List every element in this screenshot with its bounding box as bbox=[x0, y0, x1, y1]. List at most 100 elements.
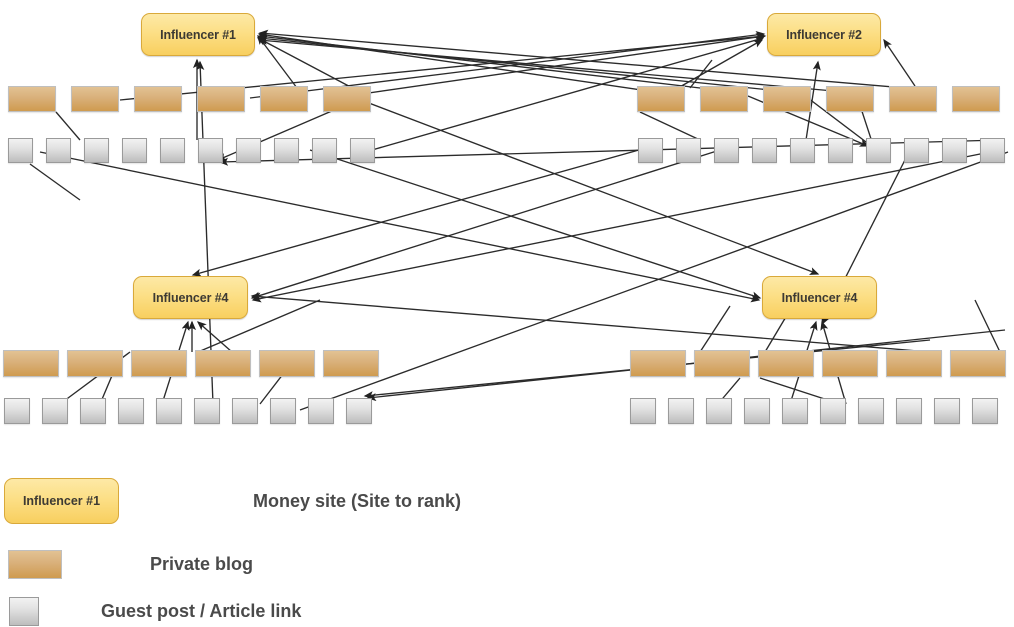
private-blog-node[interactable] bbox=[197, 86, 245, 112]
legend-label-money-site: Money site (Site to rank) bbox=[253, 490, 462, 511]
guest-post-node[interactable] bbox=[630, 398, 656, 424]
link-arrow bbox=[251, 149, 1001, 303]
private-blog-node[interactable] bbox=[67, 350, 123, 377]
guest-post-node[interactable] bbox=[236, 138, 261, 163]
link-arrow bbox=[366, 329, 1006, 402]
guest-post-node[interactable] bbox=[782, 398, 808, 424]
guest-post-node[interactable] bbox=[270, 398, 296, 424]
guest-post-node[interactable] bbox=[232, 398, 258, 424]
link-arrow bbox=[250, 292, 931, 353]
guest-post-node[interactable] bbox=[80, 398, 106, 424]
money-site-label: Influencer #4 bbox=[781, 290, 858, 305]
legend-swatch-label: Influencer #1 bbox=[22, 494, 101, 508]
guest-post-node[interactable] bbox=[122, 138, 147, 163]
money-site-label: Influencer #4 bbox=[152, 290, 229, 305]
money-site-label: Influencer #1 bbox=[160, 27, 236, 42]
private-blog-node[interactable] bbox=[700, 86, 748, 112]
guest-post-node[interactable] bbox=[828, 138, 853, 163]
guest-post-node[interactable] bbox=[160, 138, 185, 163]
guest-post-node[interactable] bbox=[904, 138, 929, 163]
legend-label-private-blog: Private blog bbox=[150, 554, 254, 574]
link-arrow bbox=[197, 299, 321, 353]
money-site-node-inf1[interactable]: Influencer #1 bbox=[141, 13, 255, 56]
legend: Influencer #1 Money site (Site to rank) Pr… bbox=[0, 460, 1014, 627]
private-blog-node[interactable] bbox=[758, 350, 814, 377]
link-arrow bbox=[371, 36, 765, 151]
private-blog-node[interactable] bbox=[694, 350, 750, 377]
guest-post-node[interactable] bbox=[972, 398, 998, 424]
legend-swatch-private-blog bbox=[8, 550, 62, 579]
guest-post-node[interactable] bbox=[194, 398, 220, 424]
private-blog-node[interactable] bbox=[259, 350, 315, 377]
private-blog-node[interactable] bbox=[8, 86, 56, 112]
guest-post-node[interactable] bbox=[118, 398, 144, 424]
guest-post-node[interactable] bbox=[350, 138, 375, 163]
link-arrow bbox=[196, 321, 233, 353]
guest-post-node[interactable] bbox=[198, 138, 223, 163]
guest-post-node[interactable] bbox=[866, 138, 891, 163]
money-site-node-inf2[interactable]: Influencer #2 bbox=[767, 13, 881, 56]
money-site-label: Influencer #2 bbox=[786, 27, 862, 42]
guest-post-node[interactable] bbox=[858, 398, 884, 424]
private-blog-node[interactable] bbox=[889, 86, 937, 112]
link-arrow bbox=[257, 34, 791, 93]
private-blog-node[interactable] bbox=[637, 86, 685, 112]
guest-post-node[interactable] bbox=[274, 138, 299, 163]
link-arrow bbox=[258, 29, 906, 89]
private-blog-node[interactable] bbox=[131, 350, 187, 377]
private-blog-node[interactable] bbox=[822, 350, 878, 377]
guest-post-node[interactable] bbox=[156, 398, 182, 424]
guest-post-node[interactable] bbox=[714, 138, 739, 163]
guest-post-node[interactable] bbox=[676, 138, 701, 163]
guest-post-node[interactable] bbox=[312, 138, 337, 163]
private-blog-node[interactable] bbox=[195, 350, 251, 377]
guest-post-node[interactable] bbox=[706, 398, 732, 424]
money-site-node-inf4b[interactable]: Influencer #4 bbox=[762, 276, 877, 319]
link-arrow bbox=[309, 149, 762, 300]
private-blog-node[interactable] bbox=[260, 86, 308, 112]
guest-post-node[interactable] bbox=[84, 138, 109, 163]
link-arrow bbox=[55, 111, 81, 141]
link-arrow bbox=[256, 37, 361, 93]
guest-post-node[interactable] bbox=[896, 398, 922, 424]
link-arrow bbox=[799, 91, 871, 146]
guest-post-node[interactable] bbox=[934, 398, 960, 424]
guest-post-node[interactable] bbox=[668, 398, 694, 424]
guest-post-node[interactable] bbox=[790, 138, 815, 163]
private-blog-node[interactable] bbox=[630, 350, 686, 377]
link-arrow bbox=[39, 151, 761, 303]
private-blog-node[interactable] bbox=[952, 86, 1000, 112]
private-blog-node[interactable] bbox=[323, 350, 379, 377]
private-blog-node[interactable] bbox=[323, 86, 371, 112]
guest-post-node[interactable] bbox=[820, 398, 846, 424]
private-blog-node[interactable] bbox=[71, 86, 119, 112]
private-blog-node[interactable] bbox=[134, 86, 182, 112]
guest-post-node[interactable] bbox=[980, 138, 1005, 163]
link-arrow bbox=[347, 33, 766, 97]
link-arrow bbox=[257, 32, 701, 89]
link-arrow bbox=[639, 111, 701, 141]
link-arrow bbox=[29, 163, 81, 201]
guest-post-node[interactable] bbox=[752, 138, 777, 163]
guest-post-node[interactable] bbox=[942, 138, 967, 163]
guest-post-node[interactable] bbox=[4, 398, 30, 424]
guest-post-node[interactable] bbox=[744, 398, 770, 424]
private-blog-node[interactable] bbox=[950, 350, 1006, 377]
legend-item-guest-post: Guest post / Article link bbox=[4, 597, 301, 626]
link-arrow bbox=[974, 299, 1001, 353]
legend-label-guest-post: Guest post / Article link bbox=[101, 601, 302, 621]
legend-swatch-guest-post bbox=[9, 597, 39, 626]
guest-post-node[interactable] bbox=[8, 138, 33, 163]
guest-post-node[interactable] bbox=[46, 138, 71, 163]
private-blog-node[interactable] bbox=[886, 350, 942, 377]
private-blog-node[interactable] bbox=[3, 350, 59, 377]
private-blog-node[interactable] bbox=[763, 86, 811, 112]
money-site-node-inf4a[interactable]: Influencer #4 bbox=[133, 276, 248, 319]
guest-post-node[interactable] bbox=[308, 398, 334, 424]
guest-post-node[interactable] bbox=[638, 138, 663, 163]
guest-post-node[interactable] bbox=[42, 398, 68, 424]
guest-post-node[interactable] bbox=[346, 398, 372, 424]
legend-swatch-money-site: Influencer #1 bbox=[4, 478, 119, 524]
private-blog-node[interactable] bbox=[826, 86, 874, 112]
